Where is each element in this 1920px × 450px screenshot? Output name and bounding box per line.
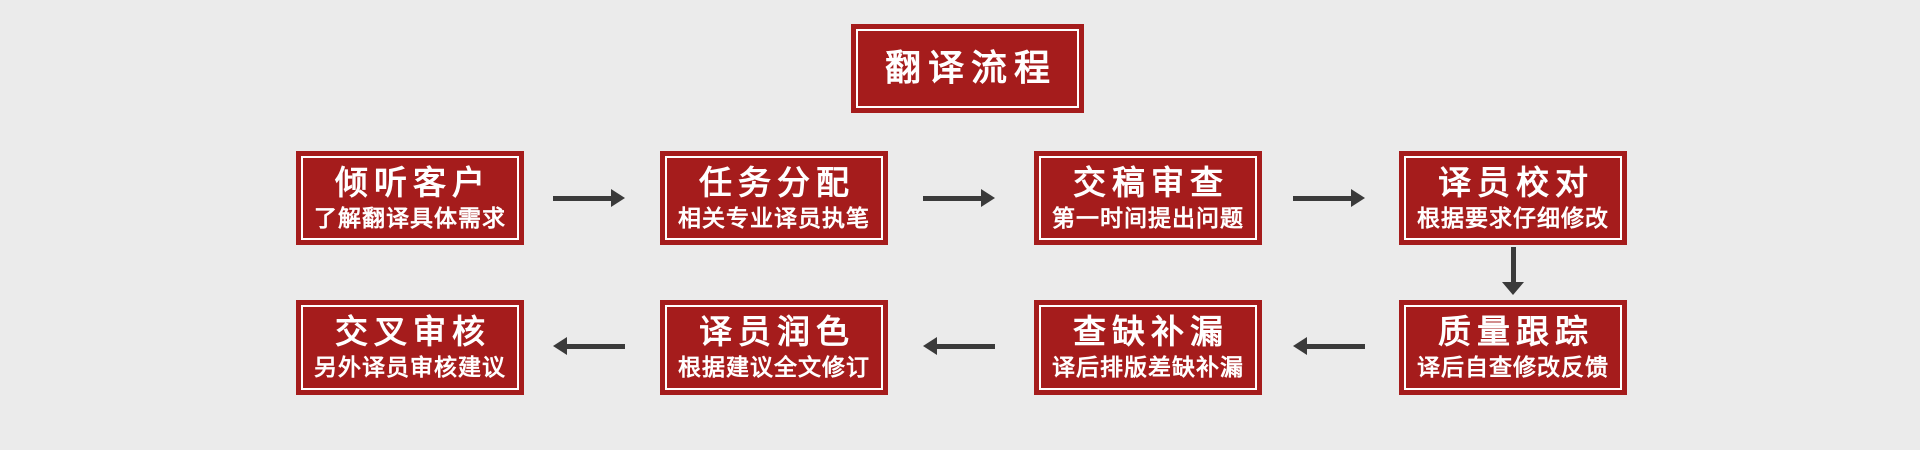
- step-box-gap-checking: 查缺补漏 译后排版差缺补漏: [1034, 300, 1262, 395]
- step-box-inner: 质量跟踪 译后自查修改反馈: [1404, 305, 1622, 390]
- step-box-task-assignment: 任务分配 相关专业译员执笔: [660, 151, 888, 245]
- flowchart-title: 翻译流程: [884, 47, 1057, 89]
- step-box-inner: 倾听客户 了解翻译具体需求: [301, 156, 519, 240]
- arrow-head: [1502, 282, 1524, 295]
- step-title: 查缺补漏: [1073, 313, 1229, 351]
- arrow-shaft: [935, 343, 995, 349]
- arrow-left-icon: [1293, 337, 1365, 355]
- step-subtitle: 译后自查修改反馈: [1417, 354, 1609, 381]
- arrow-shaft: [923, 195, 983, 201]
- arrow-left-icon: [923, 337, 995, 355]
- arrow-head: [1351, 189, 1365, 207]
- step-box-translator-proofreading: 译员校对 根据要求仔细修改: [1399, 151, 1627, 245]
- arrow-head: [553, 337, 567, 355]
- arrow-shaft: [1510, 247, 1516, 283]
- arrow-right-icon: [1293, 189, 1365, 207]
- step-box-inner: 译员润色 根据建议全文修订: [665, 305, 883, 390]
- arrow-head: [1293, 337, 1307, 355]
- flowchart-title-box: 翻译流程: [851, 24, 1084, 113]
- step-subtitle: 译后排版差缺补漏: [1052, 354, 1244, 381]
- step-subtitle: 了解翻译具体需求: [314, 204, 506, 231]
- arrow-shaft: [553, 195, 613, 201]
- arrow-shaft: [565, 343, 625, 349]
- step-subtitle: 根据建议全文修订: [678, 354, 870, 381]
- step-box-cross-review: 交叉审核 另外译员审核建议: [296, 300, 524, 395]
- step-subtitle: 相关专业译员执笔: [678, 204, 870, 231]
- step-box-translator-polishing: 译员润色 根据建议全文修订: [660, 300, 888, 395]
- arrow-left-icon: [553, 337, 625, 355]
- step-title: 任务分配: [699, 163, 855, 201]
- arrow-shaft: [1305, 343, 1365, 349]
- arrow-right-icon: [923, 189, 995, 207]
- step-box-inner: 任务分配 相关专业译员执笔: [665, 156, 883, 240]
- step-box-inner: 交叉审核 另外译员审核建议: [301, 305, 519, 390]
- arrow-down-icon: [1502, 247, 1524, 295]
- step-subtitle: 根据要求仔细修改: [1417, 204, 1609, 231]
- arrow-head: [981, 189, 995, 207]
- arrow-right-icon: [553, 189, 625, 207]
- step-box-listen-client: 倾听客户 了解翻译具体需求: [296, 151, 524, 245]
- step-title: 交叉审核: [335, 313, 491, 351]
- step-subtitle: 另外译员审核建议: [314, 354, 506, 381]
- step-subtitle: 第一时间提出问题: [1052, 204, 1244, 231]
- arrow-head: [923, 337, 937, 355]
- step-title: 质量跟踪: [1438, 313, 1594, 351]
- step-title: 交稿审查: [1073, 163, 1229, 201]
- step-box-inner: 查缺补漏 译后排版差缺补漏: [1039, 305, 1257, 390]
- step-box-inner: 译员校对 根据要求仔细修改: [1404, 156, 1622, 240]
- step-box-inner: 交稿审查 第一时间提出问题: [1039, 156, 1257, 240]
- step-title: 倾听客户: [335, 163, 491, 201]
- step-box-quality-tracking: 质量跟踪 译后自查修改反馈: [1399, 300, 1627, 395]
- step-box-submission-review: 交稿审查 第一时间提出问题: [1034, 151, 1262, 245]
- title-box-inner: 翻译流程: [856, 29, 1079, 108]
- step-title: 译员校对: [1438, 163, 1594, 201]
- arrow-shaft: [1293, 195, 1353, 201]
- arrow-head: [611, 189, 625, 207]
- step-title: 译员润色: [699, 313, 855, 351]
